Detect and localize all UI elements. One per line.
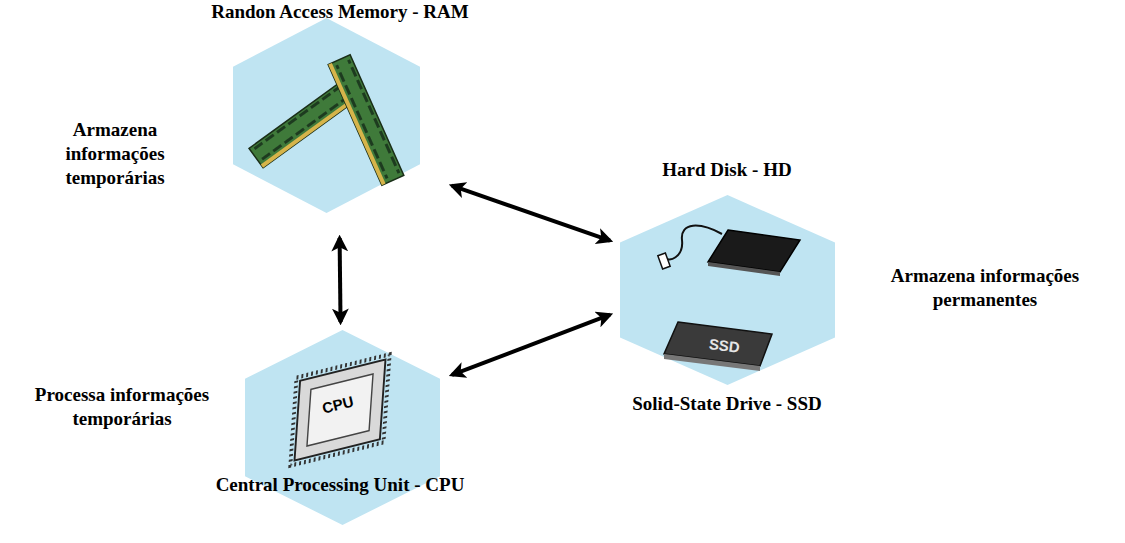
node-note: Processa informações temporárias [6,383,238,431]
ssd-label: SSD [708,335,741,356]
node-title: Randon Access Memory - RAM [209,0,471,24]
node-note: Armazena informações permanentes [870,264,1100,312]
hexagon-fill [233,18,420,213]
cpu-drawing [290,354,389,465]
double-arrow [338,238,343,322]
hexagon-fill [245,330,440,525]
ram-stick [328,55,404,185]
hard-disk-drawing [658,226,800,276]
double-arrow [452,315,610,375]
node-title: Hard Disk - HD [617,158,837,182]
hexagon-fill [620,195,835,385]
node-title: Solid-State Drive - SSD [596,392,858,416]
double-arrow [452,186,610,241]
node-note: Armazena informações temporárias [50,118,180,190]
node-title: Central Processing Unit - CPU [209,473,471,497]
ssd-drawing [664,322,772,371]
